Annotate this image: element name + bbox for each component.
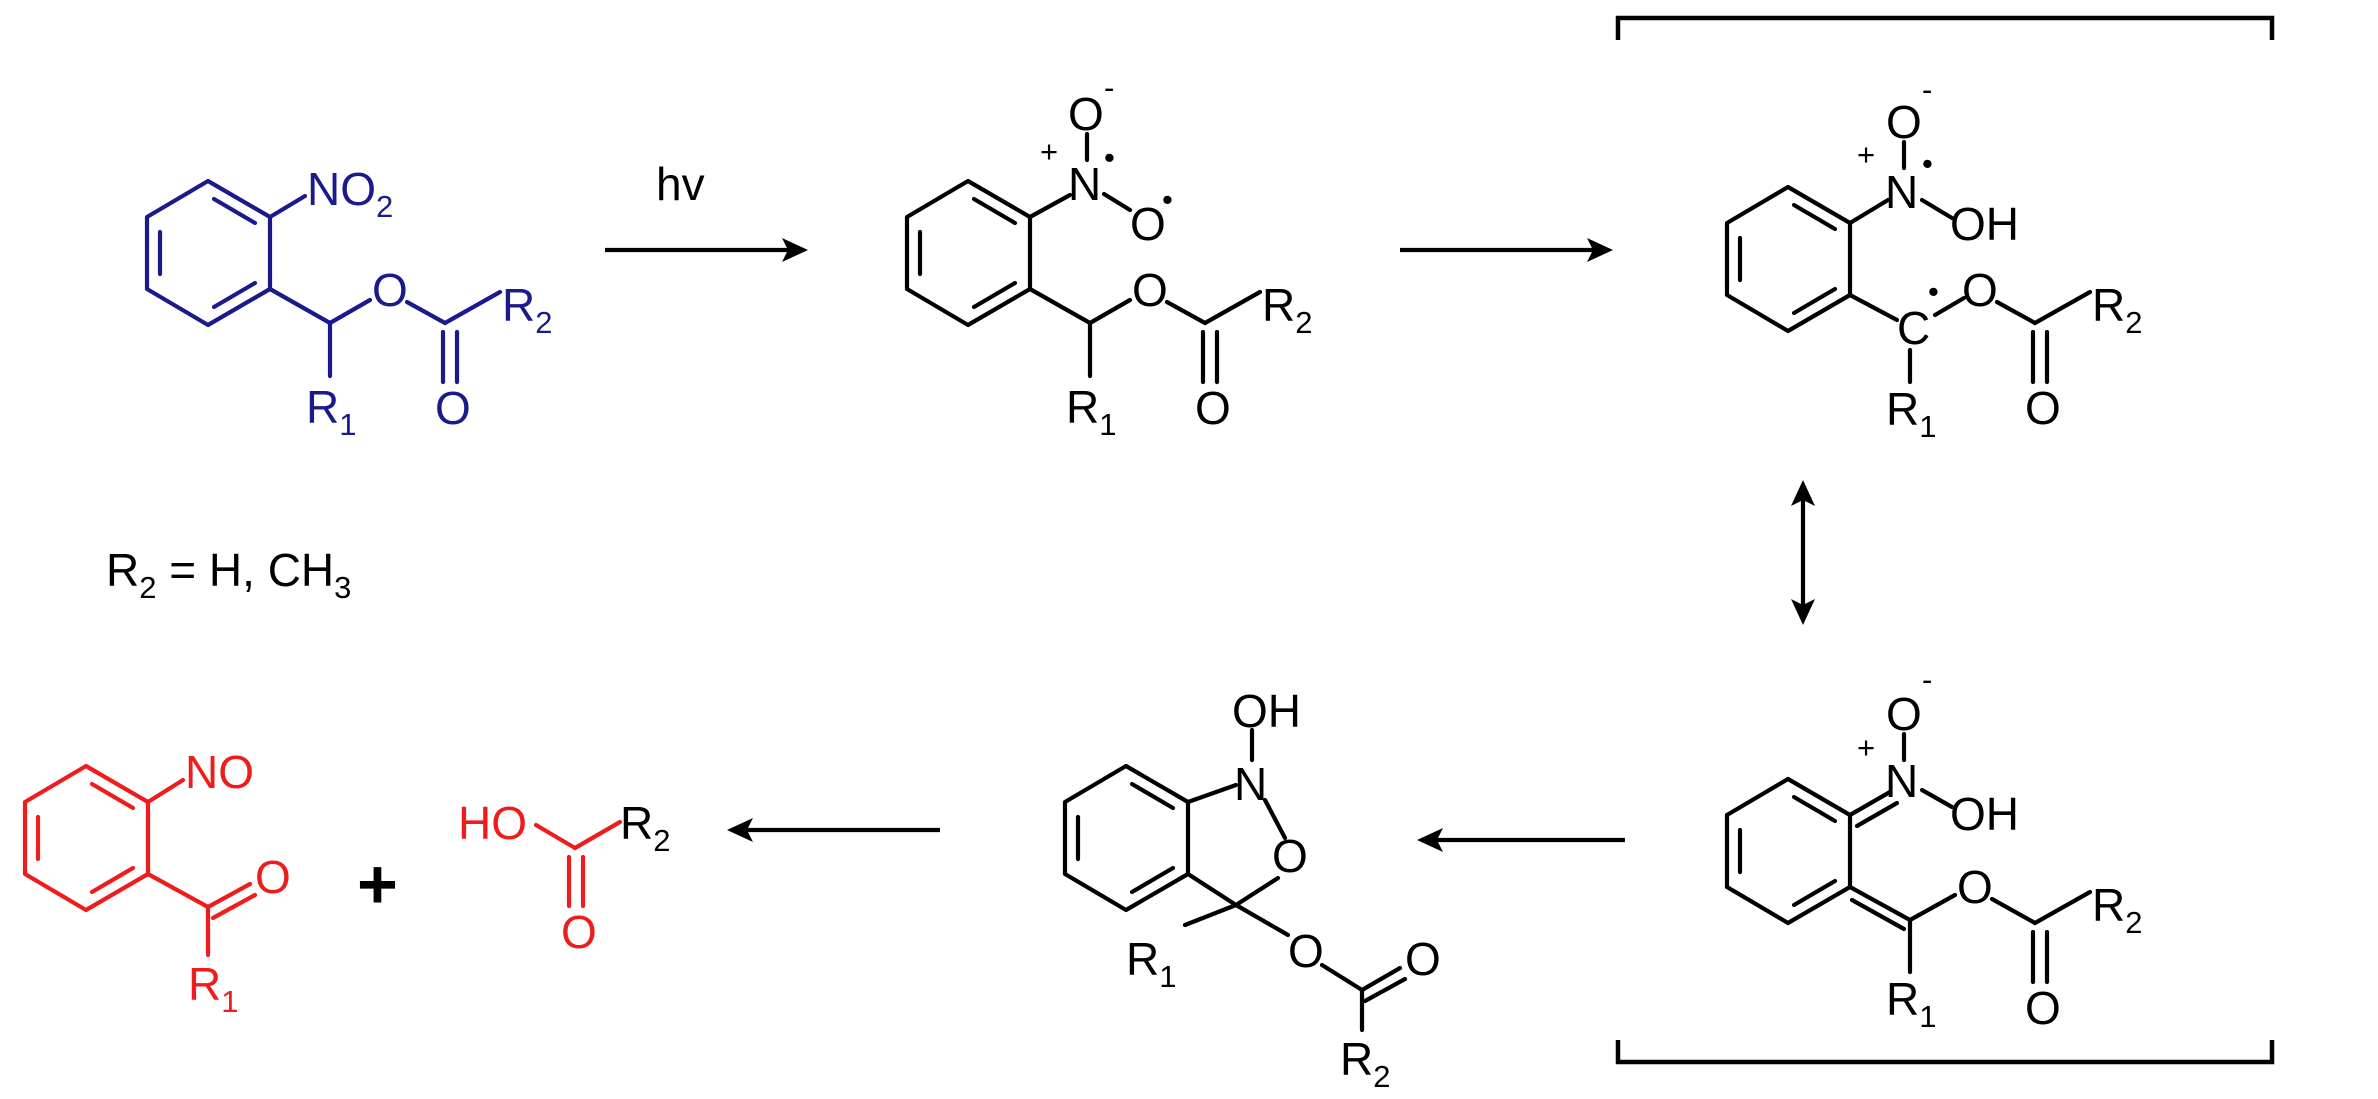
svg-text:R1: R1 bbox=[1886, 973, 1936, 1034]
reagent-label: hv bbox=[656, 158, 705, 210]
svg-text:R1: R1 bbox=[188, 958, 238, 1019]
svg-text:N: N bbox=[1885, 166, 1918, 218]
svg-text:O: O bbox=[1195, 382, 1231, 434]
svg-text:OH: OH bbox=[1950, 198, 2019, 250]
excited-nitro-intermediate: N + O - • O • O O R2 R1 bbox=[904, 70, 1312, 442]
svg-text:R2: R2 bbox=[1262, 279, 1312, 340]
benzene-ring bbox=[1062, 763, 1191, 913]
starting-material-nitrobenzyl-ester: NO2 O O R2 R1 bbox=[144, 163, 552, 442]
benzene-ring bbox=[22, 763, 151, 913]
svg-text:R1: R1 bbox=[1066, 381, 1116, 442]
svg-text:O: O bbox=[1132, 264, 1168, 316]
svg-text:O: O bbox=[255, 851, 291, 903]
plus-sign: + bbox=[357, 845, 398, 923]
reaction-arrow-2 bbox=[1400, 238, 1613, 262]
svg-text:•: • bbox=[1104, 140, 1115, 175]
svg-text:OH: OH bbox=[1950, 788, 2019, 840]
r1-label: R1 bbox=[306, 381, 356, 442]
svg-text:R2 = H, CH3: R2 = H, CH3 bbox=[106, 544, 351, 605]
svg-text:-: - bbox=[1922, 662, 1932, 697]
svg-text:O: O bbox=[1272, 830, 1308, 882]
nitro-group-label: NO2 bbox=[307, 163, 393, 224]
svg-text:+: + bbox=[1857, 137, 1875, 172]
photolysis-arrow: hv bbox=[605, 158, 808, 262]
svg-text:R2: R2 bbox=[1340, 1033, 1390, 1094]
svg-text:•: • bbox=[1922, 146, 1933, 181]
svg-text:O: O bbox=[561, 906, 597, 958]
product-carboxylic-acid: HO O R2 bbox=[458, 797, 670, 958]
svg-text:+: + bbox=[1040, 134, 1058, 169]
svg-text:N: N bbox=[1885, 755, 1918, 807]
biradical-intermediate: N + O - • OH C • O O R2 R1 bbox=[1724, 72, 2142, 444]
reaction-arrow-4 bbox=[727, 818, 940, 842]
svg-text:•: • bbox=[1928, 274, 1939, 309]
svg-text:O: O bbox=[1068, 88, 1104, 140]
svg-text:O: O bbox=[1962, 264, 1998, 316]
svg-text:N: N bbox=[1068, 158, 1101, 210]
svg-text:O: O bbox=[2025, 382, 2061, 434]
svg-text:O: O bbox=[1405, 933, 1441, 985]
nitroso-group-label: NO bbox=[185, 746, 254, 798]
svg-text:O: O bbox=[1957, 861, 1993, 913]
svg-text:•: • bbox=[1162, 182, 1173, 217]
svg-text:O: O bbox=[1288, 925, 1324, 977]
ester-oxygen-label: O bbox=[372, 264, 408, 316]
substituent-note: R2 = H, CH3 bbox=[106, 544, 351, 605]
benzene-ring bbox=[904, 178, 1033, 328]
svg-text:O: O bbox=[1130, 198, 1166, 250]
svg-text:R1: R1 bbox=[1886, 383, 1936, 444]
carbonyl-oxygen-label: O bbox=[435, 382, 471, 434]
benzene-ring bbox=[1724, 184, 1853, 334]
svg-text:C: C bbox=[1897, 302, 1930, 354]
svg-text:+: + bbox=[1857, 730, 1875, 765]
reaction-arrow-3 bbox=[1417, 828, 1625, 852]
svg-text:OH: OH bbox=[1232, 685, 1301, 737]
product-nitroso-carbonyl: NO O R1 bbox=[22, 746, 291, 1019]
svg-text:R1: R1 bbox=[1126, 933, 1176, 994]
svg-text:R2: R2 bbox=[620, 797, 670, 858]
svg-text:R2: R2 bbox=[2092, 879, 2142, 940]
svg-text:R2: R2 bbox=[2092, 279, 2142, 340]
svg-text:HO: HO bbox=[458, 797, 527, 849]
aci-nitro-intermediate: N + O - OH O O R2 R1 bbox=[1724, 662, 2142, 1034]
benzene-ring bbox=[144, 178, 273, 328]
svg-text:O: O bbox=[2025, 982, 2061, 1034]
svg-text:N: N bbox=[1234, 758, 1267, 810]
resonance-arrow bbox=[1791, 480, 1815, 625]
svg-text:-: - bbox=[1922, 72, 1932, 107]
r2-label: R2 bbox=[502, 279, 552, 340]
svg-text:-: - bbox=[1104, 70, 1114, 105]
resonance-brackets bbox=[1615, 15, 2275, 1065]
svg-text:O: O bbox=[1886, 688, 1922, 740]
cyclic-benzisoxazoline-intermediate: N OH O R1 O O R2 bbox=[1062, 685, 1441, 1094]
svg-text:O: O bbox=[1886, 96, 1922, 148]
